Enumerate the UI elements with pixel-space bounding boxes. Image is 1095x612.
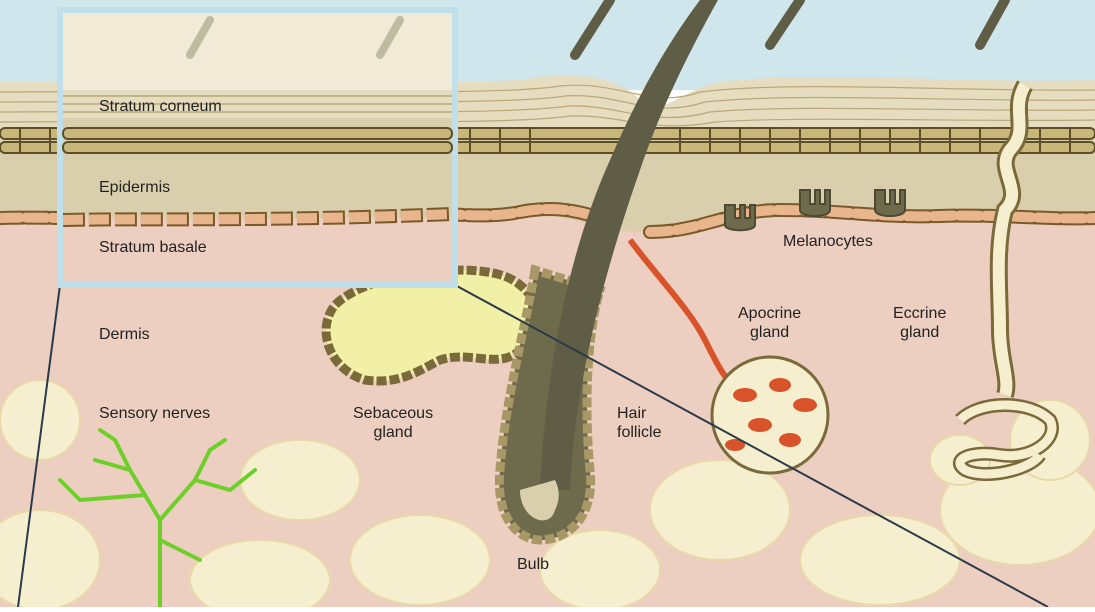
label-apocrine-line1: Apocrine [738, 304, 801, 323]
label-eccrine-line2: gland [893, 323, 946, 342]
label-melanocytes: Melanocytes [783, 232, 873, 251]
label-eccrine-line1: Eccrine [893, 304, 946, 323]
label-bulb: Bulb [517, 555, 549, 574]
label-sensory-nerves: Sensory nerves [99, 404, 210, 423]
label-sebaceous-line1: Sebaceous [353, 404, 433, 423]
label-hair-follicle: Hair follicle [617, 404, 661, 442]
label-hair-follicle-line1: Hair [617, 404, 661, 423]
label-apocrine-line2: gland [738, 323, 801, 342]
label-stratum-corneum: Stratum corneum [99, 97, 222, 116]
label-sebaceous-gland: Sebaceous gland [353, 404, 433, 442]
label-sebaceous-line2: gland [353, 423, 433, 442]
label-eccrine-gland: Eccrine gland [893, 304, 946, 342]
label-apocrine-gland: Apocrine gland [738, 304, 801, 342]
label-dermis: Dermis [99, 325, 150, 344]
label-hair-follicle-line2: follicle [617, 423, 661, 442]
label-stratum-basale: Stratum basale [99, 238, 207, 257]
label-epidermis: Epidermis [99, 178, 170, 197]
